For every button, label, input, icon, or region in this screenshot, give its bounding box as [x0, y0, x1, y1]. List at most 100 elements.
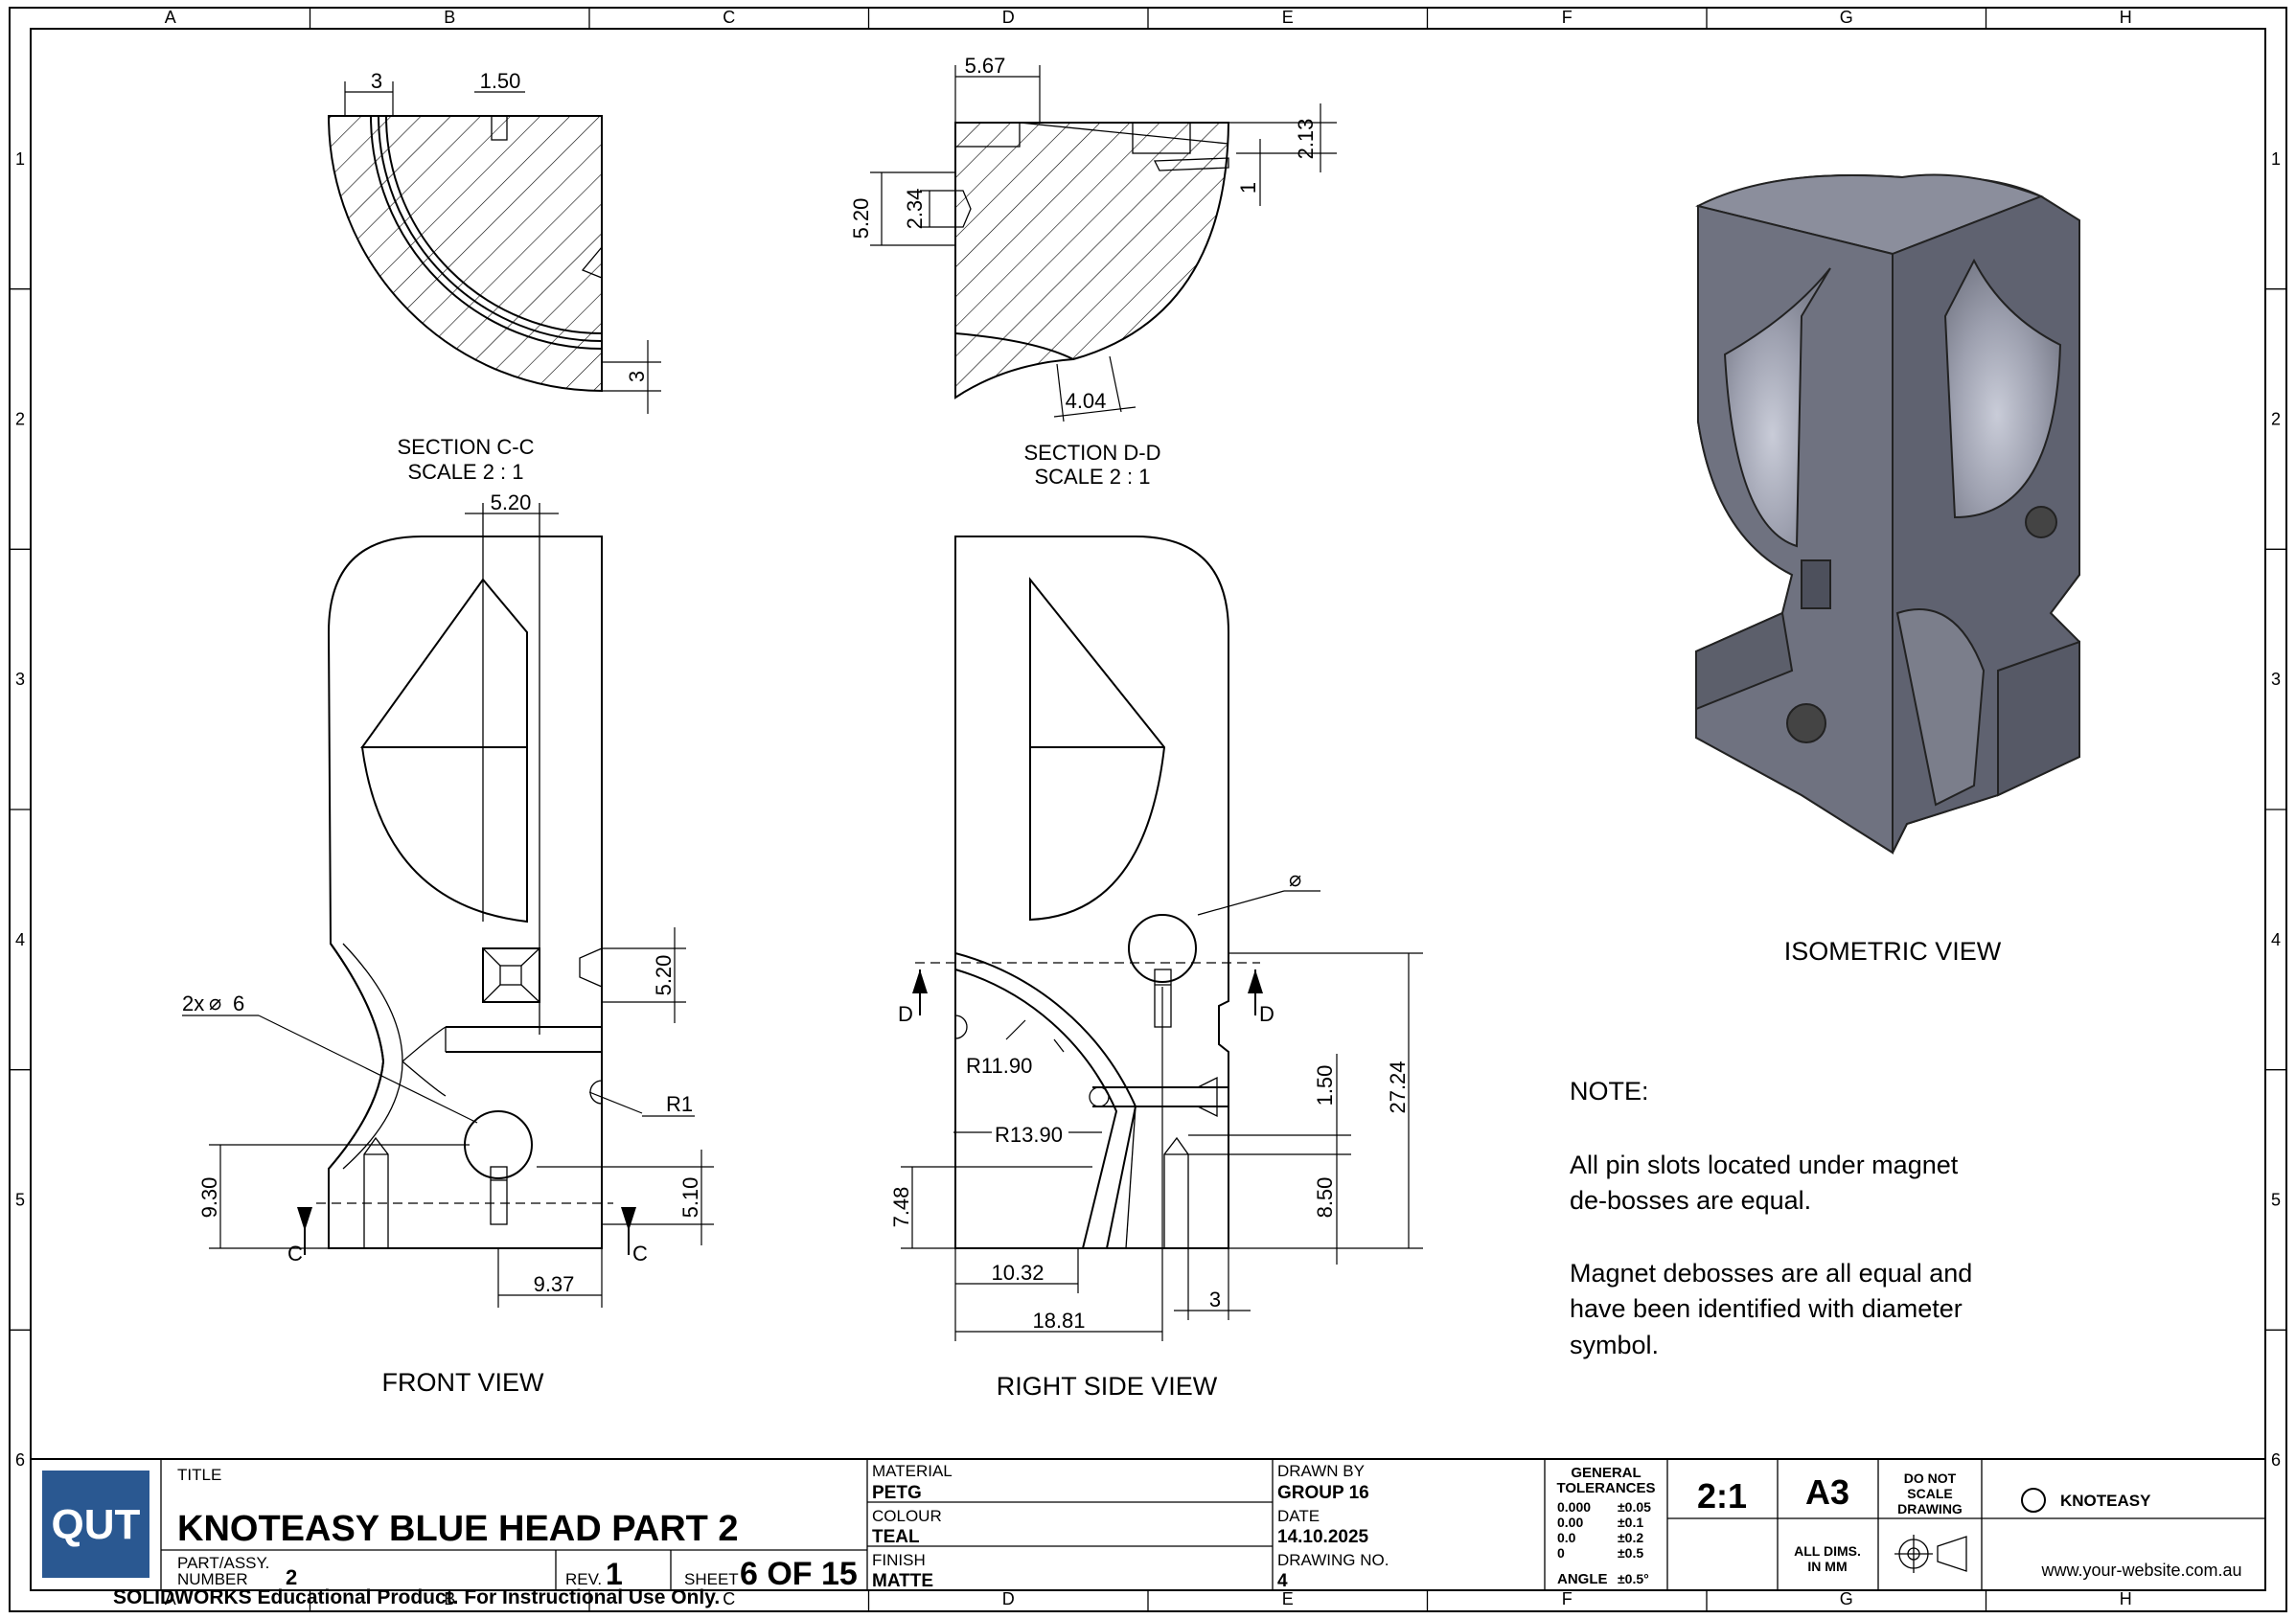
section-mark-c-right: C — [632, 1242, 648, 1266]
dim-right-r11-90: R11.90 — [966, 1054, 1032, 1078]
dnsd-3: DRAWING — [1897, 1501, 1963, 1516]
dnsd-1: DO NOT — [1904, 1471, 1957, 1486]
section-dd-view: 5.67 2.13 1 5.20 2.34 4.04 SECTION D-D S… — [849, 54, 1337, 489]
zone-column-label: C — [723, 1589, 735, 1608]
dim-right-27-24: 27.24 — [1386, 1060, 1410, 1113]
zone-row-label: 3 — [2271, 670, 2281, 689]
zone-column-label: H — [2120, 1589, 2132, 1608]
section-dd-title: SECTION D-D — [1024, 441, 1161, 465]
dim-right-1-50: 1.50 — [1313, 1065, 1337, 1106]
brand-name: KNOTEASY — [2060, 1492, 2151, 1510]
zone-column-label: B — [444, 1589, 455, 1608]
tolerance-title-2: TOLERANCES — [1556, 1480, 1655, 1496]
iso-view-title: ISOMETRIC VIEW — [1784, 937, 2002, 966]
tolerance-band: ±0.05 — [1618, 1499, 1651, 1515]
drawing-no-value: 4 — [1277, 1571, 1288, 1591]
angle-label: ANGLE — [1557, 1571, 1608, 1587]
dim-right-18-81: 18.81 — [1032, 1309, 1085, 1333]
all-dims-2: IN MM — [1807, 1559, 1847, 1574]
drawing-no-label: DRAWING NO. — [1277, 1551, 1389, 1569]
tolerance-title-1: GENERAL — [1571, 1465, 1641, 1481]
dim-dd-5-67: 5.67 — [965, 54, 1006, 78]
dim-cc-1-50: 1.50 — [480, 69, 521, 93]
dim-front-5-20: 5.20 — [491, 490, 532, 514]
part-label-1: PART/ASSY. — [177, 1554, 269, 1572]
zone-row-label: 5 — [2271, 1191, 2281, 1210]
zone-column-label: C — [723, 8, 735, 27]
qut-logo-text: QUT — [52, 1501, 141, 1548]
zone-row-label: 1 — [2271, 149, 2281, 169]
dim-front-5-10: 5.10 — [678, 1177, 702, 1219]
drawn-by-value: GROUP 16 — [1277, 1483, 1369, 1503]
material-value: PETG — [872, 1483, 922, 1503]
zone-row-label: 6 — [2271, 1450, 2281, 1470]
right-side-view: ⌀ R11.90 R13.90 27.24 1.50 8.50 7.48 10.… — [889, 536, 1423, 1401]
circle-marker-icon — [2021, 1488, 2046, 1513]
tolerance-band: ±0.2 — [1618, 1530, 1643, 1545]
tolerance-value: 0 — [1557, 1545, 1565, 1561]
finish-value: MATTE — [872, 1571, 933, 1591]
zone-row-label: 6 — [15, 1450, 25, 1470]
zone-row-label: 3 — [15, 670, 25, 689]
colour-label: COLOUR — [872, 1507, 942, 1525]
zone-column-label: D — [1002, 8, 1015, 27]
all-dims-1: ALL DIMS. — [1794, 1543, 1861, 1559]
material-label: MATERIAL — [872, 1462, 953, 1480]
section-cc-title: SECTION C-C — [398, 435, 535, 459]
section-mark-c-left: C — [287, 1242, 303, 1266]
dim-dd-4-04: 4.04 — [1066, 389, 1107, 413]
zone-column-label: E — [1282, 1589, 1294, 1608]
zone-row-label: 2 — [15, 410, 25, 429]
sheet-number: 6 OF 15 — [740, 1556, 858, 1592]
section-dd-scale: SCALE 2 : 1 — [1034, 465, 1150, 489]
zone-column-label: F — [1562, 1589, 1573, 1608]
section-cc-scale: SCALE 2 : 1 — [407, 460, 523, 484]
note-block: NOTE: All pin slots located under magnet… — [1570, 1077, 1972, 1359]
zone-column-label: H — [2120, 8, 2132, 27]
dim-front-6: 6 — [233, 992, 244, 1015]
zone-column-label: G — [1840, 8, 1853, 27]
tolerance-value: 0.0 — [1557, 1530, 1576, 1545]
zone-row-label: 4 — [2271, 930, 2281, 949]
part-number: 2 — [286, 1565, 297, 1589]
note-line-4: have been identified with diameter — [1570, 1294, 1963, 1323]
rev-number: 1 — [606, 1557, 623, 1591]
dim-dd-1: 1 — [1236, 182, 1260, 194]
drawing-title: KNOTEASY BLUE HEAD PART 2 — [177, 1509, 739, 1549]
dim-front-5-20b: 5.20 — [652, 955, 676, 996]
dim-dd-2-34: 2.34 — [903, 189, 927, 230]
dim-right-r13-90: R13.90 — [995, 1123, 1063, 1147]
solidworks-watermark: SOLIDWORKS Educational Product. For Inst… — [113, 1586, 720, 1608]
qut-logo — [42, 1471, 149, 1578]
section-cc-view: 3 1.50 3 SECTION C-C SCALE 2 : 1 — [327, 69, 661, 484]
zone-column-label: G — [1840, 1589, 1853, 1608]
dim-dd-2-13: 2.13 — [1294, 119, 1318, 160]
dim-front-9-30: 9.30 — [197, 1177, 221, 1219]
section-mark-d-right: D — [1259, 1002, 1274, 1026]
zone-column-label: E — [1282, 8, 1294, 27]
date-value: 14.10.2025 — [1277, 1527, 1369, 1547]
rev-label: REV. — [565, 1570, 602, 1588]
projection-symbol-icon — [1894, 1535, 1967, 1573]
dim-front-r1: R1 — [666, 1092, 693, 1116]
dim-front-9-37: 9.37 — [534, 1272, 575, 1296]
title-label: TITLE — [177, 1466, 221, 1484]
website: www.your-website.com.au — [2040, 1561, 2241, 1580]
zone-column-label: A — [165, 8, 176, 27]
note-line-5: symbol. — [1570, 1331, 1659, 1359]
note-line-1: All pin slots located under magnet — [1570, 1151, 1959, 1179]
dim-right-10-32: 10.32 — [991, 1261, 1044, 1285]
sheet-size: A3 — [1805, 1472, 1849, 1512]
dim-front-2x: 2x — [182, 992, 204, 1015]
dim-right-7-48: 7.48 — [889, 1187, 913, 1228]
tolerance-table: 0.000±0.050.00±0.10.0±0.20±0.5 — [1557, 1499, 1651, 1561]
dim-cc-3: 3 — [371, 69, 382, 93]
dim-cc-3b: 3 — [625, 371, 649, 382]
drawn-by-label: DRAWN BY — [1277, 1462, 1365, 1480]
zone-row-label: 1 — [15, 149, 25, 169]
isometric-view — [1695, 173, 2080, 855]
note-heading: NOTE: — [1570, 1077, 1649, 1106]
front-view: 5.20 5.20 2x ⌀ 6 R1 9.30 5.10 9.37 C C F… — [182, 490, 714, 1397]
zone-column-label: F — [1562, 8, 1573, 27]
